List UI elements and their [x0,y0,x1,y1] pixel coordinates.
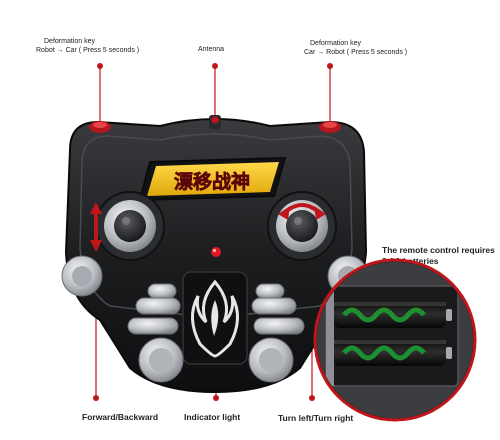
callout-dots [93,63,333,401]
battery-2 [334,340,452,366]
flame-panel [182,271,248,365]
forward-backward-label: Forward/Backward [82,412,159,422]
left-joystick[interactable] [95,191,165,261]
indicator-light-label: Indicator light [184,412,241,422]
deform-button-left[interactable] [89,121,111,133]
turn-label: Turn left/Turn right [278,413,354,423]
battery-label-line1: The remote control requires [382,245,495,255]
deform-button-right[interactable] [319,121,341,133]
deform-left-detail: Robot → Car ( Press 5 seconds ) [36,47,140,54]
bottom-button-left[interactable] [138,337,184,383]
bottom-button-right[interactable] [248,337,294,383]
side-button-left[interactable] [61,255,103,297]
indicator-light [211,247,221,257]
lower-buttons-right[interactable] [251,283,305,335]
battery-1 [334,302,452,328]
antenna-label: Antenna [198,46,225,53]
product-badge: 漂移战神 [138,156,287,202]
deform-right-title: Deformation key [310,40,361,47]
turn-arrows [278,203,326,220]
badge-text: 漂移战神 [174,170,250,193]
right-joystick[interactable] [267,191,337,261]
antenna [209,115,221,129]
lower-buttons-left[interactable] [127,283,181,335]
deform-right-detail: Car → Robot ( Press 5 seconds ) [304,49,408,56]
battery-zoom-inset [313,258,477,422]
deform-left-title: Deformation key [44,38,95,45]
forward-backward-arrows [90,202,102,252]
